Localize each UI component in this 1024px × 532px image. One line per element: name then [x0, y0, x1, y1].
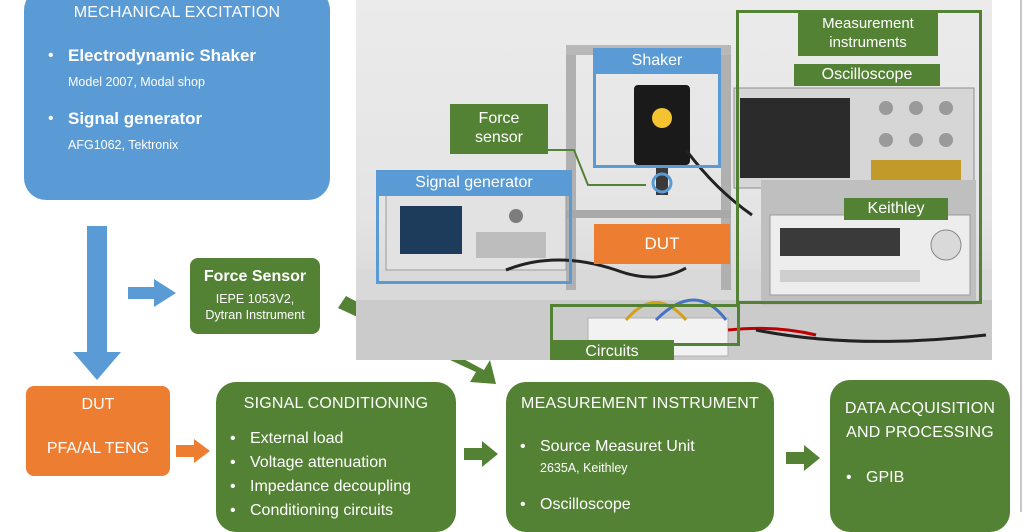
force-sensor-pointer [548, 149, 673, 194]
arrow-right-orange-icon [176, 439, 210, 463]
measurement-instrument-title: MEASUREMENT INSTRUMENT [521, 395, 759, 412]
shaker-model: Model 2007, Modal shop [68, 75, 205, 89]
dut-box: DUT PFA/AL TENG [26, 386, 170, 476]
arrow-right-green-icon [464, 441, 498, 467]
measurement-instruments-label: Measurement instruments [798, 10, 938, 56]
list-item: GPIB [840, 466, 1010, 490]
arrow-right-green-icon [786, 445, 820, 471]
oscilloscope-label: Oscilloscope [794, 64, 940, 86]
list-item: Source Measuret Unit 2635A, Keithley [514, 435, 774, 477]
list-item: Electrodynamic Shaker Model 2007, Modal … [42, 44, 330, 91]
arrow-down-icon [73, 226, 121, 380]
signal-generator-label: Signal generator [376, 170, 572, 196]
shaker-label: Shaker [593, 48, 721, 74]
data-acquisition-title-2: AND PROCESSING [846, 424, 994, 441]
signal-generator-label: Signal generator [68, 109, 203, 128]
mechanical-excitation-box: MECHANICAL EXCITATION Electrodynamic Sha… [24, 0, 330, 200]
measurement-instruments-text-1: Measurement [822, 15, 914, 32]
list-item: Conditioning circuits [224, 499, 456, 523]
right-border [1020, 0, 1022, 512]
measurement-instrument-box: MEASUREMENT INSTRUMENT Source Measuret U… [506, 382, 774, 532]
arrow-right-icon [128, 279, 176, 307]
signal-conditioning-title: SIGNAL CONDITIONING [243, 395, 429, 412]
force-sensor-line2: Dytran Instrument [205, 308, 305, 322]
list-item: Impedance decoupling [224, 475, 456, 499]
force-sensor-title: Force Sensor [203, 268, 307, 285]
list-item: External load [224, 427, 456, 451]
keithley-label: Keithley [844, 198, 948, 220]
list-item: Oscilloscope [514, 493, 774, 517]
force-sensor-box: Force Sensor IEPE 1053V2, Dytran Instrum… [190, 258, 320, 334]
circuits-label: Circuits [550, 340, 674, 360]
data-acquisition-title-1: DATA ACQUISITION [844, 400, 996, 417]
data-acquisition-box: DATA ACQUISITION AND PROCESSING GPIB [830, 380, 1010, 532]
smu-model: 2635A, Keithley [540, 461, 628, 475]
force-sensor-photo-label: Force sensor [450, 104, 548, 154]
measurement-instrument-list: Source Measuret Unit 2635A, Keithley Osc… [514, 435, 774, 517]
force-sensor-line1: IEPE 1053V2, [215, 292, 295, 306]
signal-conditioning-box: SIGNAL CONDITIONING External load Voltag… [216, 382, 456, 532]
smu-label: Source Measuret Unit [540, 438, 695, 455]
dut-sub: PFA/AL TENG [46, 440, 150, 457]
list-item: Voltage attenuation [224, 451, 456, 475]
force-sensor-photo-text-1: Force [478, 110, 520, 127]
shaker-label: Electrodynamic Shaker [68, 46, 257, 65]
measurement-instruments-text-2: instruments [829, 34, 907, 51]
mechanical-excitation-list: Electrodynamic Shaker Model 2007, Modal … [42, 44, 330, 154]
setup-photo: Measurement instruments Oscilloscope Sha… [356, 0, 992, 360]
oscilloscope-label: Oscilloscope [540, 496, 631, 513]
mechanical-excitation-title: MECHANICAL EXCITATION [73, 4, 281, 21]
signal-generator-model: AFG1062, Tektronix [68, 138, 179, 152]
signal-conditioning-list: External load Voltage attenuation Impeda… [224, 427, 456, 523]
dut-title: DUT [81, 396, 115, 413]
list-item: Signal generator AFG1062, Tektronix [42, 107, 330, 154]
dut-photo-label: DUT [594, 224, 730, 264]
force-sensor-photo-text-2: sensor [474, 129, 524, 146]
data-acquisition-list: GPIB [840, 466, 1010, 490]
